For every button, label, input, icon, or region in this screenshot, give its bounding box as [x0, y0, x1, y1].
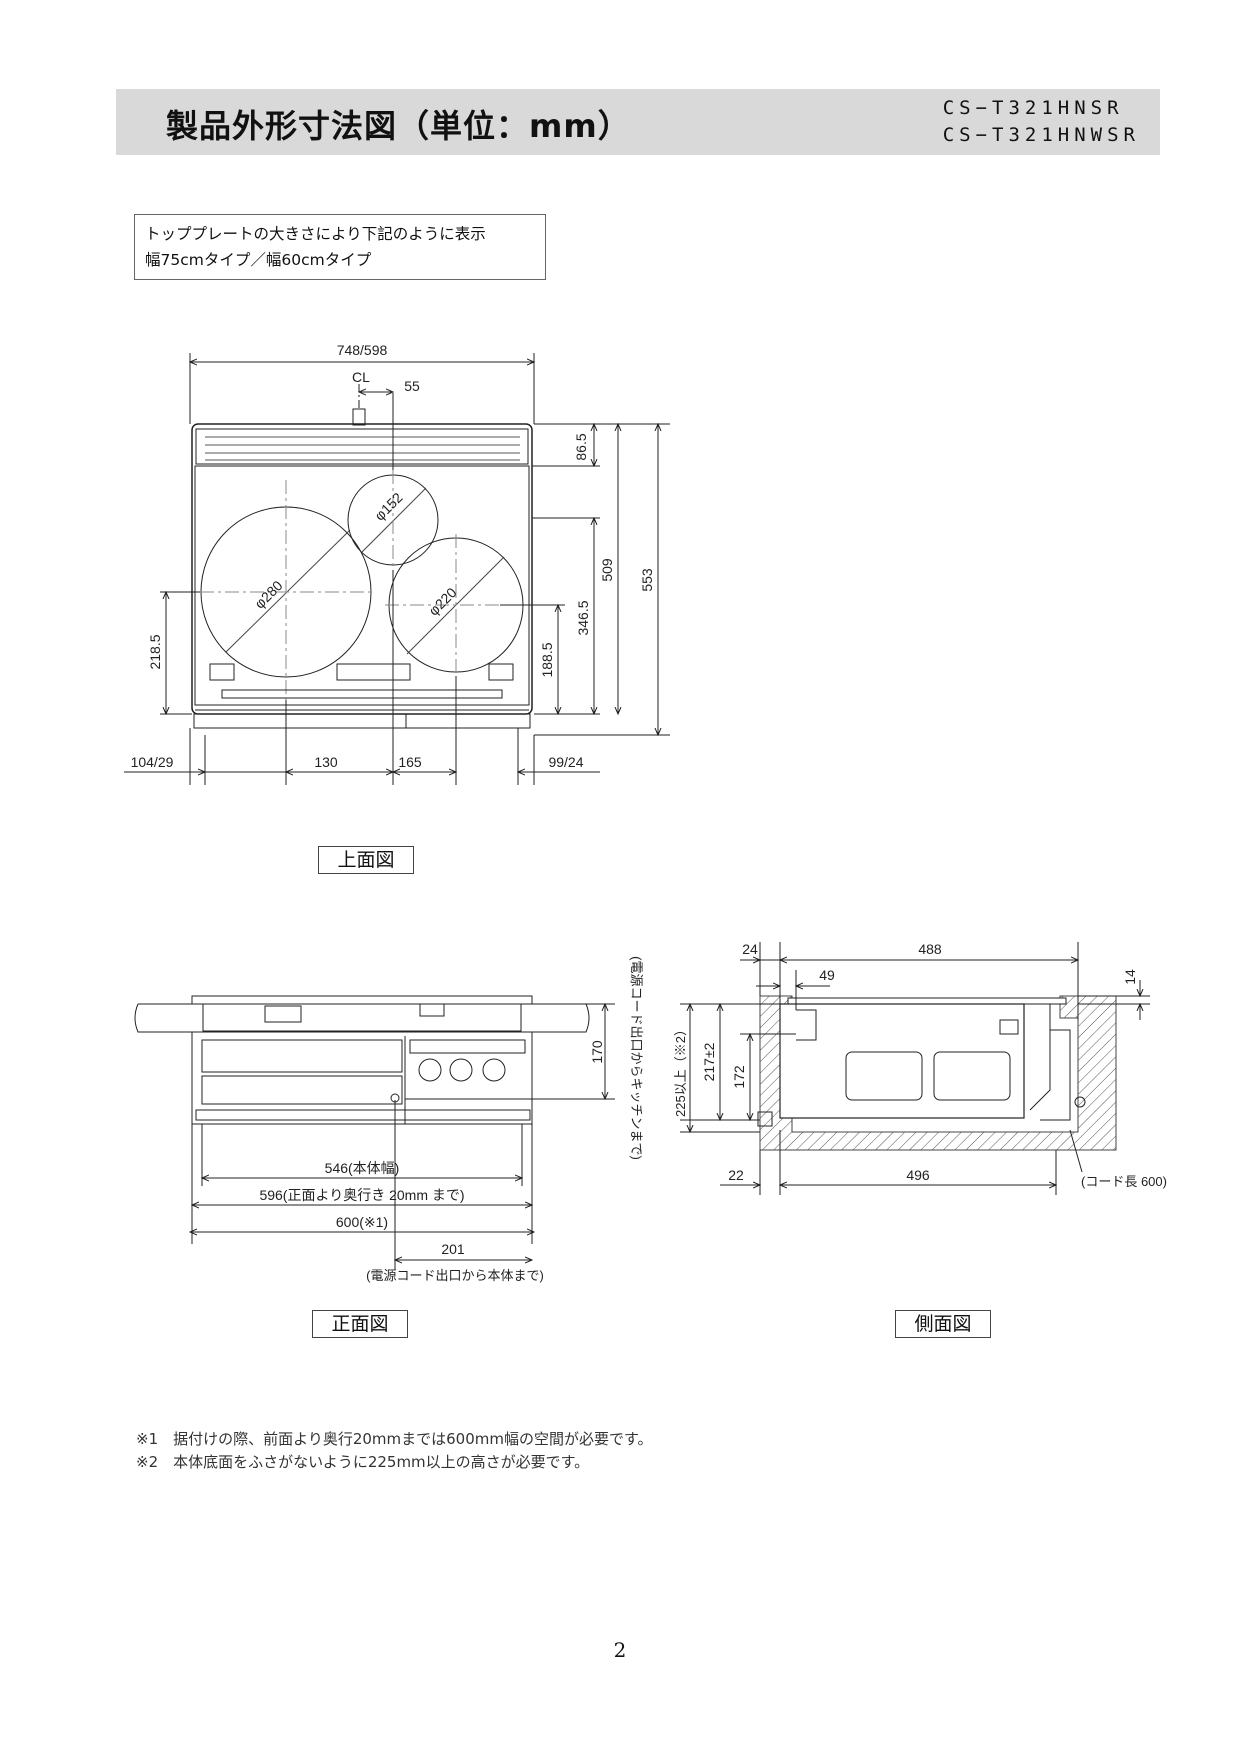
header-bar: 製品外形寸法図（単位：mm） CS−T321HNSR CS−T321HNWSR: [116, 89, 1160, 155]
dim-509: 509: [599, 558, 615, 582]
front-view-label: 正面図: [312, 1310, 408, 1338]
side-view-dimensions: [680, 942, 1150, 1195]
dim-165: 165: [398, 754, 422, 770]
dim-225: 225以上（※2）: [673, 1023, 688, 1117]
cooktop-outline: [191, 423, 533, 715]
page-number: 2: [613, 1638, 627, 1662]
footnote-1: ※1 据付けの際、前面より奥行20mmまでは600mm幅の空間が必要です。: [136, 1430, 653, 1448]
dim-24: 24: [742, 941, 758, 957]
glass-top: [194, 465, 530, 706]
side-view-label: 側面図: [895, 1310, 991, 1338]
dim-218-5: 218.5: [147, 634, 163, 669]
model-numbers: CS−T321HNSR CS−T321HNWSR: [943, 95, 1140, 149]
dim-600: 600(※1): [336, 1214, 388, 1230]
dim-99-24: 99/24: [548, 754, 583, 770]
dim-130: 130: [314, 754, 338, 770]
dim-596: 596(正面より奥行き 20mm まで): [259, 1187, 464, 1203]
dim-cord-to-kitchen: (電源コード出口からキッチンまで): [629, 956, 644, 1160]
dim-546: 546(本体幅): [325, 1160, 400, 1176]
dim-553: 553: [639, 568, 655, 592]
vent-panel: [195, 428, 529, 465]
dim-496: 496: [906, 1167, 930, 1183]
side-body: [779, 1003, 1025, 1119]
front-view-dimensions: [190, 1004, 615, 1270]
dim-346-5: 346.5: [575, 600, 591, 635]
page-title: 製品外形寸法図（単位：mm）: [166, 107, 631, 145]
dim-width-748: 748/598: [337, 342, 388, 358]
dim-172: 172: [731, 1065, 747, 1089]
front-view-drawing: [134, 995, 590, 1125]
dim-104-29: 104/29: [131, 754, 174, 770]
dim-cl: CL: [352, 369, 370, 385]
dim-55: 55: [404, 378, 420, 394]
top-view-drawing: [191, 408, 533, 729]
dim-phi-152: φ152: [371, 489, 405, 523]
front-frame: [193, 713, 531, 729]
top-view-dimensions: [124, 353, 670, 785]
footnotes: ※1 据付けの際、前面より奥行20mmまでは600mm幅の空間が必要です。 ※2…: [136, 1428, 652, 1474]
dim-201: 201: [441, 1241, 465, 1257]
front-top-plate: [191, 995, 533, 1005]
cl-marker-block: [352, 408, 366, 426]
size-note-line-1: トッププレートの大きさにより下記のように表示: [145, 225, 486, 243]
size-note-line-2: 幅75cmタイプ／幅60cmタイプ: [145, 251, 372, 269]
dim-217: 217±2: [701, 1042, 717, 1081]
front-view-dim-text: 546(本体幅) 596(正面より奥行き 20mm まで) 600(※1) 20…: [259, 956, 644, 1283]
side-view-dim-text: 24 488 49 14 225以上（※2） 217±2 172 22 496 …: [673, 941, 1167, 1189]
dim-phi-280: φ280: [251, 577, 285, 611]
dim-86-5: 86.5: [573, 433, 589, 460]
dim-phi-220: φ220: [425, 584, 459, 618]
dim-49: 49: [819, 967, 835, 983]
front-body: [191, 1031, 533, 1125]
dim-cord-to-body: (電源コード出口から本体まで): [366, 1268, 544, 1283]
dim-14: 14: [1122, 969, 1138, 985]
footnote-2: ※2 本体底面をふさがないように225mm以上の高さが必要です。: [136, 1453, 590, 1471]
dim-170: 170: [589, 1040, 605, 1064]
size-note-box: トッププレートの大きさにより下記のように表示 幅75cmタイプ／幅60cmタイプ: [134, 214, 546, 280]
model-number-2: CS−T321HNWSR: [942, 124, 1140, 146]
dim-188-5: 188.5: [539, 642, 555, 677]
side-view-drawing: [757, 995, 1117, 1151]
dim-cord-length: (コード長 600): [1081, 1174, 1167, 1189]
model-number-1: CS−T321HNSR: [942, 97, 1124, 119]
top-view-label: 上面図: [318, 846, 414, 874]
dim-488: 488: [918, 941, 942, 957]
dim-22: 22: [728, 1167, 744, 1183]
